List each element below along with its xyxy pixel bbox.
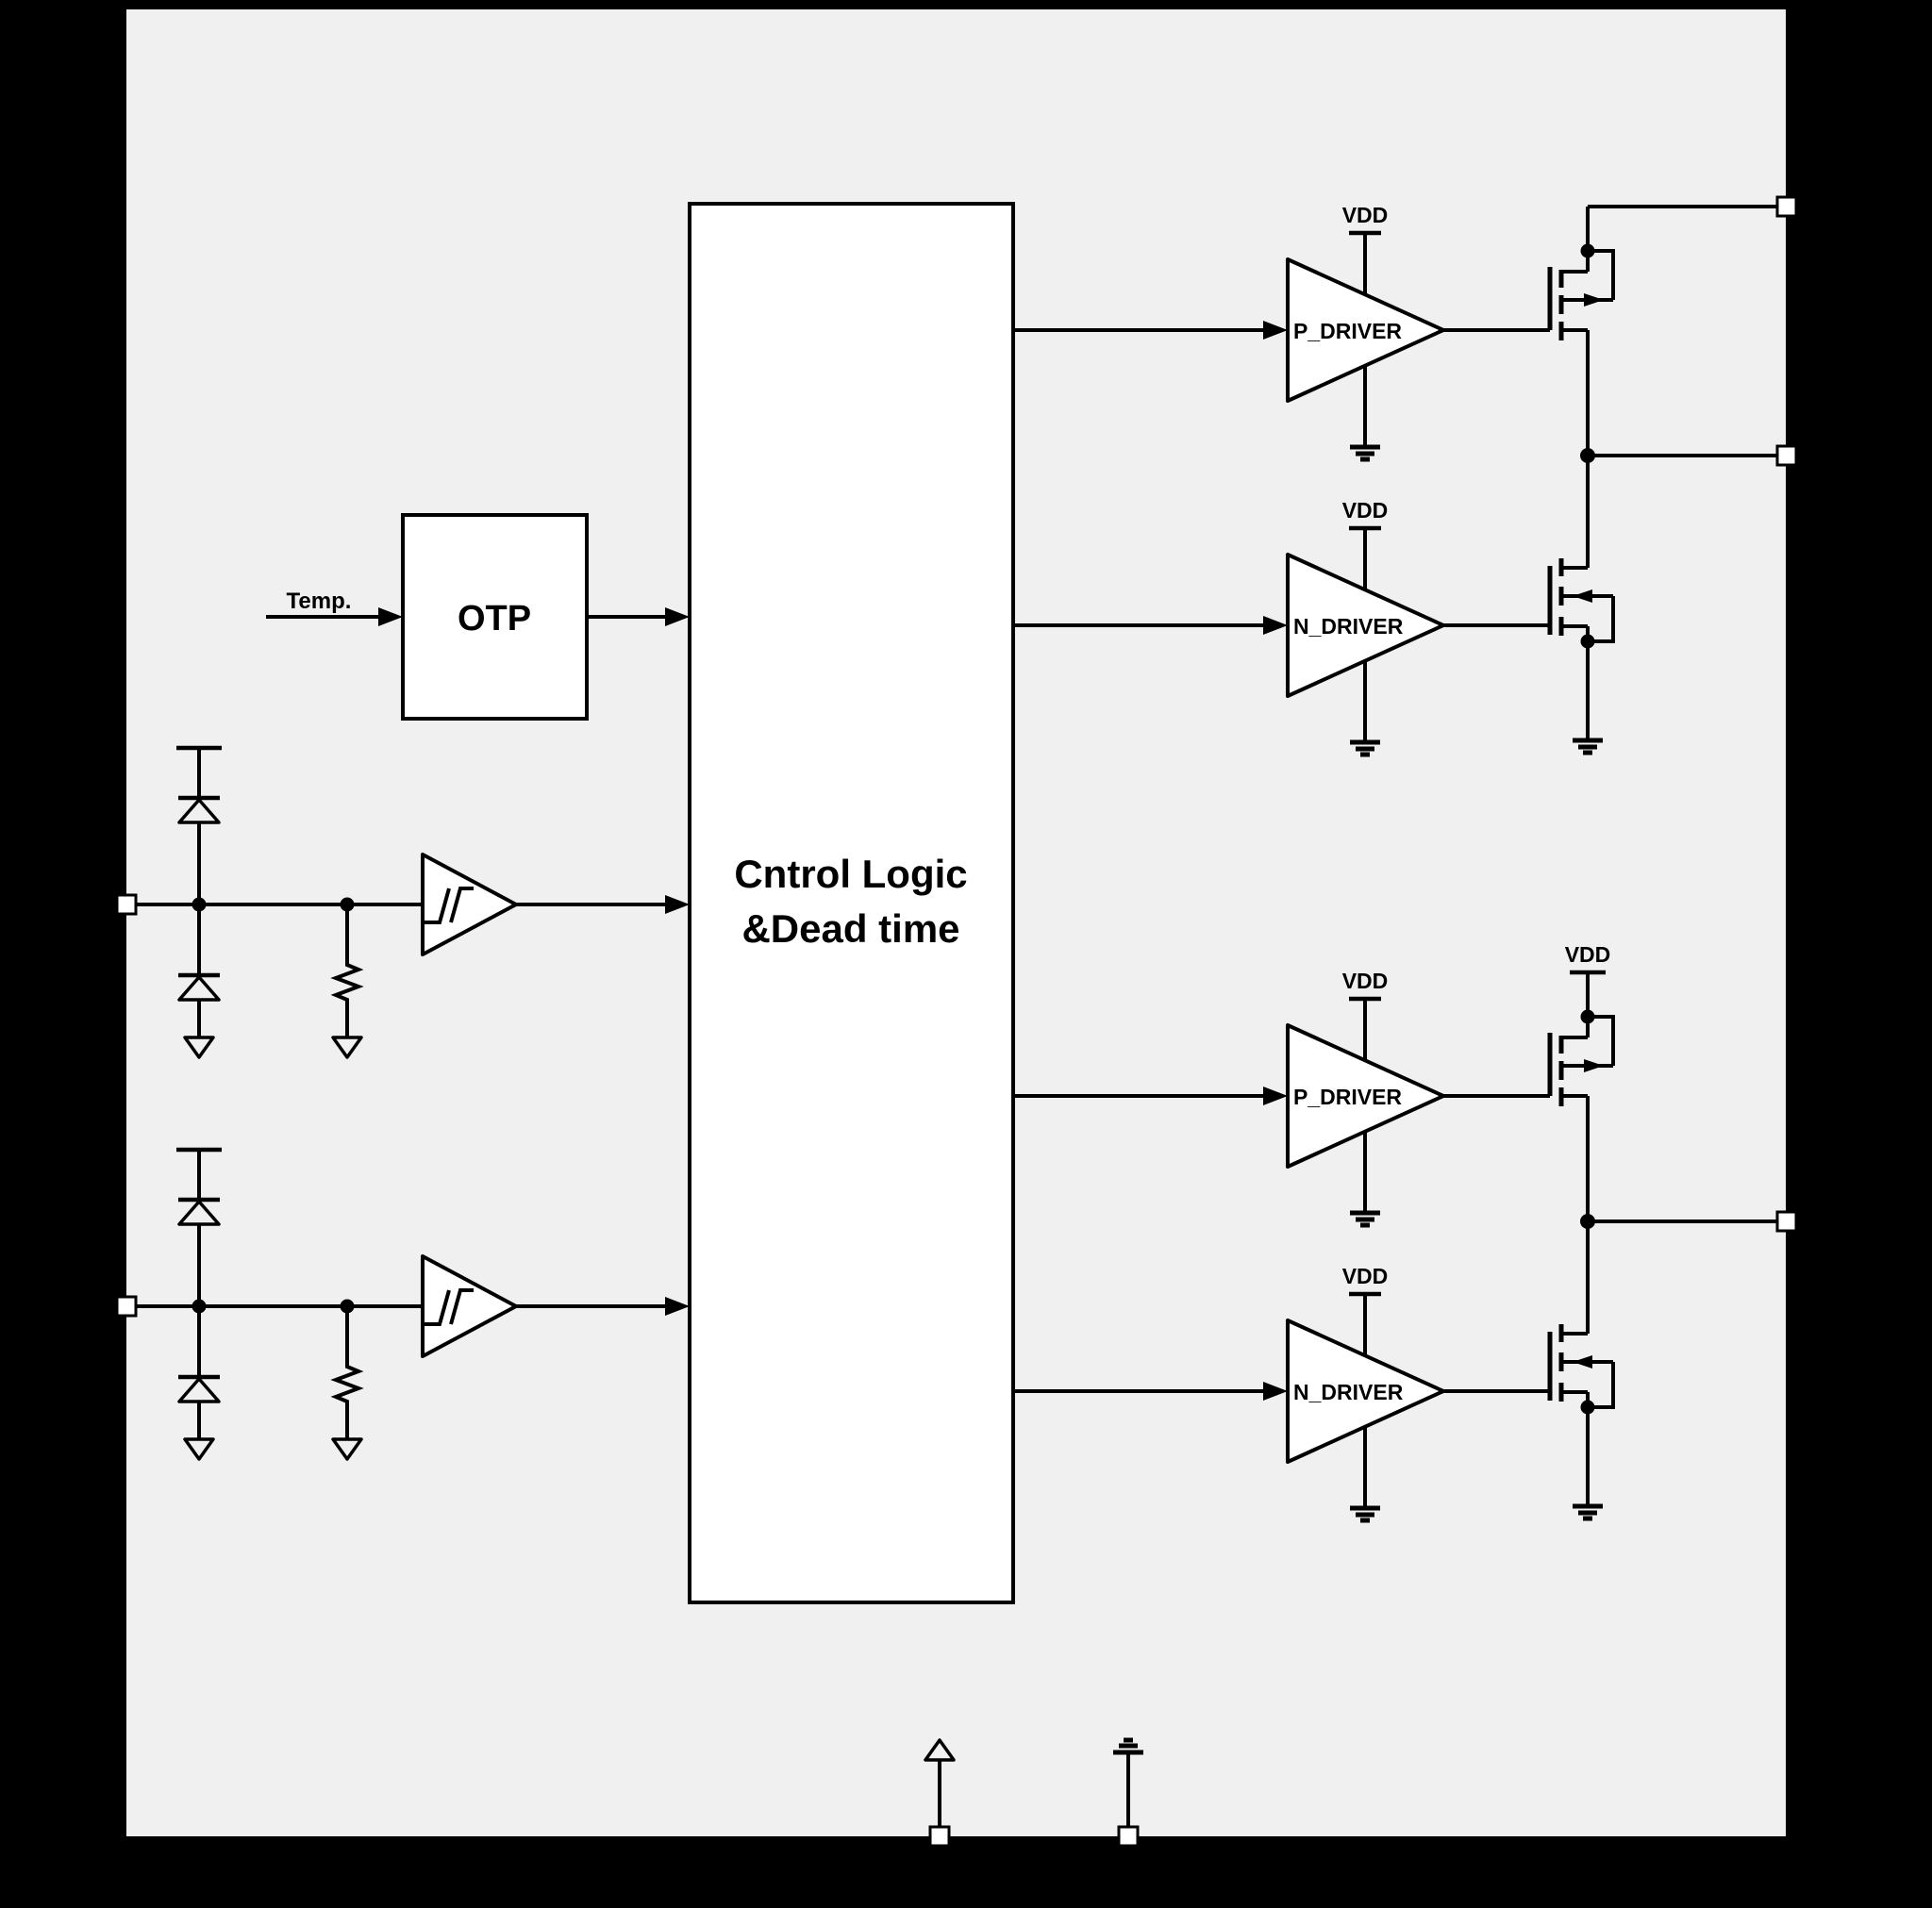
- esd-diode-to-gnd-icon-1: [177, 975, 221, 1002]
- pmos1-bulk-arrow-icon: [1584, 293, 1604, 307]
- p-driver-2-triangle: [1286, 1023, 1445, 1169]
- control-logic-title-line1: Cntrol Logic: [734, 852, 967, 896]
- input2-pad: [115, 1295, 138, 1318]
- schmitt1-output-arrowhead: [665, 895, 690, 914]
- nmos2-bulk-arrow-icon: [1573, 1355, 1592, 1369]
- control-logic-rect: [688, 202, 1015, 1604]
- out2-pad: [1775, 1210, 1798, 1233]
- schmitt2-output-arrowhead: [665, 1297, 690, 1316]
- vdd-label: VDD: [1342, 969, 1389, 993]
- ground-icon: [1350, 1210, 1380, 1228]
- p-driver-1-input-arrowhead: [1263, 321, 1288, 340]
- otp-label: OTP: [458, 599, 531, 639]
- gnd-arrow-icon-2b: [331, 1437, 363, 1461]
- nmos2-source: [1561, 1390, 1590, 1506]
- junction-dot: [340, 1299, 355, 1314]
- junction-dot: [1580, 243, 1595, 258]
- vdd-label: VDD: [1565, 942, 1611, 967]
- pulldown-resistor-icon-1: [330, 904, 364, 1037]
- otp-output-arrowhead: [665, 607, 690, 626]
- ground-icon: [1350, 444, 1380, 462]
- junction-dot: [192, 1299, 207, 1314]
- temp-input-arrowhead: [378, 607, 403, 626]
- p-driver-1-label: P_DRIVER: [1293, 319, 1402, 343]
- vdd-pad-group: [924, 1738, 956, 1848]
- n-driver-2-input-arrowhead: [1263, 1382, 1288, 1401]
- vdd-label: VDD: [1342, 1264, 1389, 1288]
- gnd-pad-group: [1113, 1737, 1143, 1848]
- ground-icon: [1350, 739, 1380, 757]
- p-driver-1-triangle: [1286, 257, 1445, 403]
- gnd-pad: [1117, 1825, 1140, 1848]
- supply-pad: [1775, 195, 1798, 218]
- pmos2-source: [1561, 972, 1590, 1039]
- nmos1-bulk-arrow-icon: [1573, 589, 1592, 603]
- esd-diode-to-vdd-icon-1: [177, 798, 221, 824]
- junction-dot: [1580, 448, 1595, 463]
- temp-label: Temp.: [287, 589, 352, 614]
- hysteresis-icon-2: [425, 1288, 474, 1326]
- pmos-high-side-2: VDD: [1443, 942, 1615, 1334]
- pmos2-bulk-arrow-icon: [1584, 1059, 1604, 1072]
- esd-diode-to-gnd-icon-2: [177, 1377, 221, 1403]
- vdd-label: VDD: [1342, 498, 1389, 523]
- ground-icon: [1573, 1503, 1603, 1521]
- nmos-low-side-2: [1443, 1324, 1615, 1521]
- n-driver-2-triangle: [1286, 1319, 1445, 1464]
- vdd-pad: [928, 1825, 951, 1848]
- nmos1-source: [1561, 624, 1590, 740]
- input-channel-2: [115, 1147, 690, 1461]
- control-logic-block: Cntrol Logic &Dead time: [688, 202, 1015, 1604]
- schmitt-trigger-1: [421, 853, 518, 956]
- otp-block: [401, 513, 589, 721]
- junction-dot: [340, 897, 355, 912]
- hysteresis-icon-1: [425, 887, 474, 924]
- out1-pad: [1775, 444, 1798, 467]
- bottom-bridge-io: [1580, 1210, 1798, 1233]
- ground-icon: [1350, 1505, 1380, 1523]
- n-driver-1-input-arrowhead: [1263, 616, 1288, 635]
- p-driver-1: VDD P_DRIVER: [1013, 203, 1445, 462]
- control-logic-title-line2: &Dead time: [741, 906, 959, 951]
- esd-diode-to-vdd-icon-2: [177, 1200, 221, 1226]
- nmos-low-side-1: [1443, 558, 1615, 755]
- junction-dot: [1580, 1214, 1595, 1229]
- junction-dot: [192, 897, 207, 912]
- gnd-arrow-icon-2a: [183, 1437, 215, 1461]
- otp-section: Temp. OTP: [266, 513, 690, 721]
- n-driver-2-label: N_DRIVER: [1293, 1380, 1404, 1404]
- n-driver-1-label: N_DRIVER: [1293, 614, 1404, 639]
- schmitt-trigger-2: [421, 1254, 518, 1358]
- n-driver-1: VDD N_DRIVER: [1013, 498, 1445, 757]
- input-channel-1: [115, 745, 690, 1059]
- junction-dot: [1580, 1009, 1595, 1024]
- pulldown-resistor-icon-2: [330, 1306, 364, 1439]
- p-driver-2-input-arrowhead: [1263, 1087, 1288, 1105]
- p-driver-2: VDD P_DRIVER: [1013, 969, 1445, 1228]
- n-driver-1-triangle: [1286, 553, 1445, 698]
- n-driver-2: VDD N_DRIVER: [1013, 1264, 1445, 1523]
- top-bridge-io: [1580, 195, 1798, 467]
- gnd-arrow-icon-1b: [331, 1036, 363, 1059]
- vdd-label: VDD: [1342, 203, 1389, 227]
- gnd-arrow-icon-1a: [183, 1036, 215, 1059]
- input1-pad: [115, 893, 138, 916]
- pmos1-source: [1561, 207, 1590, 274]
- ground-icon: [1573, 738, 1603, 755]
- p-driver-2-label: P_DRIVER: [1293, 1085, 1402, 1109]
